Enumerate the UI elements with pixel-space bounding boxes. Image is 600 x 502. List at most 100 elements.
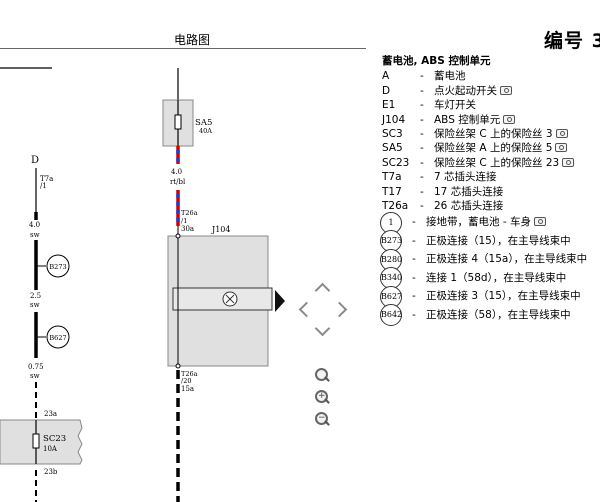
legend-circle-item: B280-正极连接 4（15a），在主导线束中 — [380, 248, 600, 271]
page-title: 电路图 — [174, 33, 211, 47]
document-number: 编号 3 — [544, 30, 600, 52]
legend-item-code: T26a — [382, 199, 409, 212]
legend-item-dash: - — [412, 216, 416, 229]
legend-item-desc: 保险丝架 C 上的保险丝 3 — [434, 127, 600, 141]
legend-item-desc: 17 芯插头连接 — [434, 185, 600, 199]
b273-node — [46, 254, 70, 278]
legend-item-text: 保险丝架 A 上的保险丝 5 — [434, 142, 553, 155]
camera-icon[interactable] — [555, 143, 568, 153]
legend-item-dash: - — [420, 84, 424, 97]
legend-item-text: 保险丝架 C 上的保险丝 23 — [434, 156, 560, 169]
legend-item-text: 点火起动开关 — [434, 84, 497, 97]
legend-item-dash: - — [420, 70, 424, 83]
legend-item-text: 保险丝架 C 上的保险丝 3 — [434, 127, 553, 140]
legend-circle-item: B273-正极连接（15），在主导线束中 — [380, 230, 600, 253]
sa5-wire-color: rt/bl — [170, 178, 186, 186]
legend-item-text: 车灯开关 — [434, 99, 476, 112]
legend-item-desc: 接地带，蓄电池 - 车身 — [426, 215, 600, 229]
legend-circle-code: B340 — [380, 267, 402, 290]
legend-item-dash: - — [420, 199, 424, 212]
expand-panel-arrow-icon[interactable] — [275, 290, 285, 312]
wiring-diagram[interactable]: D T7a /1 4.0 sw B273 2.5 sw B627 0.75 sw… — [0, 0, 370, 502]
legend-item-desc: 正极连接 4（15a），在主导线束中 — [426, 252, 600, 266]
legend-circle-item: B627-正极连接 3（15），在主导线束中 — [380, 285, 600, 308]
sa5-fuse — [174, 114, 182, 130]
legend-item-text: 正极连接（15），在主导线束中 — [426, 234, 571, 247]
legend-item-desc: 车灯开关 — [434, 98, 600, 112]
legend-item-text: 17 芯插头连接 — [434, 185, 504, 198]
camera-icon[interactable] — [503, 114, 516, 124]
wire-3-size: 0.75 — [28, 363, 44, 371]
legend-item-dash: - — [412, 308, 416, 321]
legend-circle-code: B642 — [380, 304, 402, 327]
legend-item-dash: - — [412, 290, 416, 303]
legend-item-code: D — [382, 84, 391, 97]
legend-item-desc: 正极连接（15），在主导线束中 — [426, 234, 600, 248]
camera-icon[interactable] — [562, 157, 575, 167]
legend-item: J104 -ABS 控制单元 — [382, 113, 600, 127]
sc23-pin-top: 23a — [44, 410, 57, 418]
legend-item-code: SA5 — [382, 142, 403, 155]
zoom-fit-icon[interactable] — [314, 367, 330, 383]
legend-item: T7a-7 芯插头连接 — [382, 170, 600, 184]
legend-item-code: SC23 — [382, 156, 410, 169]
legend-item-desc: 保险丝架 A 上的保险丝 5 — [434, 141, 600, 155]
b627-node — [46, 325, 70, 349]
legend-item-dash: - — [420, 171, 424, 184]
d-pin: /1 — [40, 182, 47, 190]
wire-2-size: 2.5 — [30, 292, 41, 300]
legend-item-desc: 保险丝架 C 上的保险丝 23 — [434, 156, 600, 170]
legend-item-text: 蓄电池 — [434, 70, 466, 83]
zoom-in-icon[interactable]: + — [314, 389, 330, 405]
pan-right-icon[interactable] — [331, 301, 350, 317]
legend-item-text: 连接 1（58d），在主导线束中 — [426, 271, 567, 284]
legend-circle-item: B340-连接 1（58d），在主导线束中 — [380, 267, 600, 290]
legend-item-code: J104 — [382, 113, 406, 126]
legend-item-dash: - — [420, 99, 424, 112]
legend-item-text: 接地带，蓄电池 - 车身 — [426, 216, 531, 229]
sa5-name: SA5 — [195, 118, 212, 128]
camera-icon[interactable] — [533, 217, 546, 227]
legend-item-dash: - — [420, 127, 424, 140]
sc23-rating: 10A — [43, 445, 58, 453]
legend-item-desc: 正极连接 3（15），在主导线束中 — [426, 289, 600, 303]
legend-item: SA5 -保险丝架 A 上的保险丝 5 — [382, 141, 600, 155]
d-name: D — [31, 155, 39, 166]
legend-item: D -点火起动开关 — [382, 84, 600, 98]
legend-item-desc: ABS 控制单元 — [434, 113, 600, 127]
legend-item-text: 26 芯插头连接 — [434, 199, 504, 212]
wire-1-size: 4.0 — [29, 221, 40, 229]
legend-item-code: SC3 — [382, 127, 403, 140]
legend-item-dash: - — [420, 113, 424, 126]
legend-item-code: T17 — [382, 185, 402, 198]
sa5-wire-size: 4.0 — [171, 168, 182, 176]
legend-item-desc: 正极连接（58），在主导线束中 — [426, 308, 600, 322]
legend-circle-item: 1-接地带，蓄电池 - 车身 — [380, 211, 600, 234]
pan-down-icon[interactable] — [314, 320, 330, 339]
legend-item-dash: - — [420, 156, 424, 169]
d-conn: T7a — [40, 175, 53, 183]
sc23-name: SC23 — [43, 434, 66, 444]
legend-item-desc: 点火起动开关 — [434, 84, 600, 98]
legend-item: A-蓄电池 — [382, 69, 600, 83]
j104-conn-top: T26a — [181, 209, 198, 217]
legend-item-text: 正极连接 3（15），在主导线束中 — [426, 290, 581, 303]
wire-2-color: sw — [30, 301, 40, 309]
j104-pin-top — [175, 233, 181, 239]
pan-left-icon[interactable] — [296, 301, 315, 317]
legend-item-dash: - — [420, 142, 424, 155]
camera-icon[interactable] — [555, 128, 568, 138]
legend-item-desc: 蓄电池 — [434, 69, 600, 83]
legend-item-code: T7a — [382, 171, 402, 184]
b627-label: B627 — [49, 334, 66, 342]
camera-icon[interactable] — [500, 85, 512, 95]
pan-up-icon[interactable] — [314, 280, 330, 299]
legend-item-text: ABS 控制单元 — [434, 113, 501, 126]
legend-circle-item: B642-正极连接（58），在主导线束中 — [380, 304, 600, 327]
legend-title: 蓄电池, ABS 控制单元 — [382, 55, 491, 67]
zoom-out-icon[interactable]: − — [314, 411, 330, 427]
sc23-fuse-holder — [0, 419, 83, 465]
